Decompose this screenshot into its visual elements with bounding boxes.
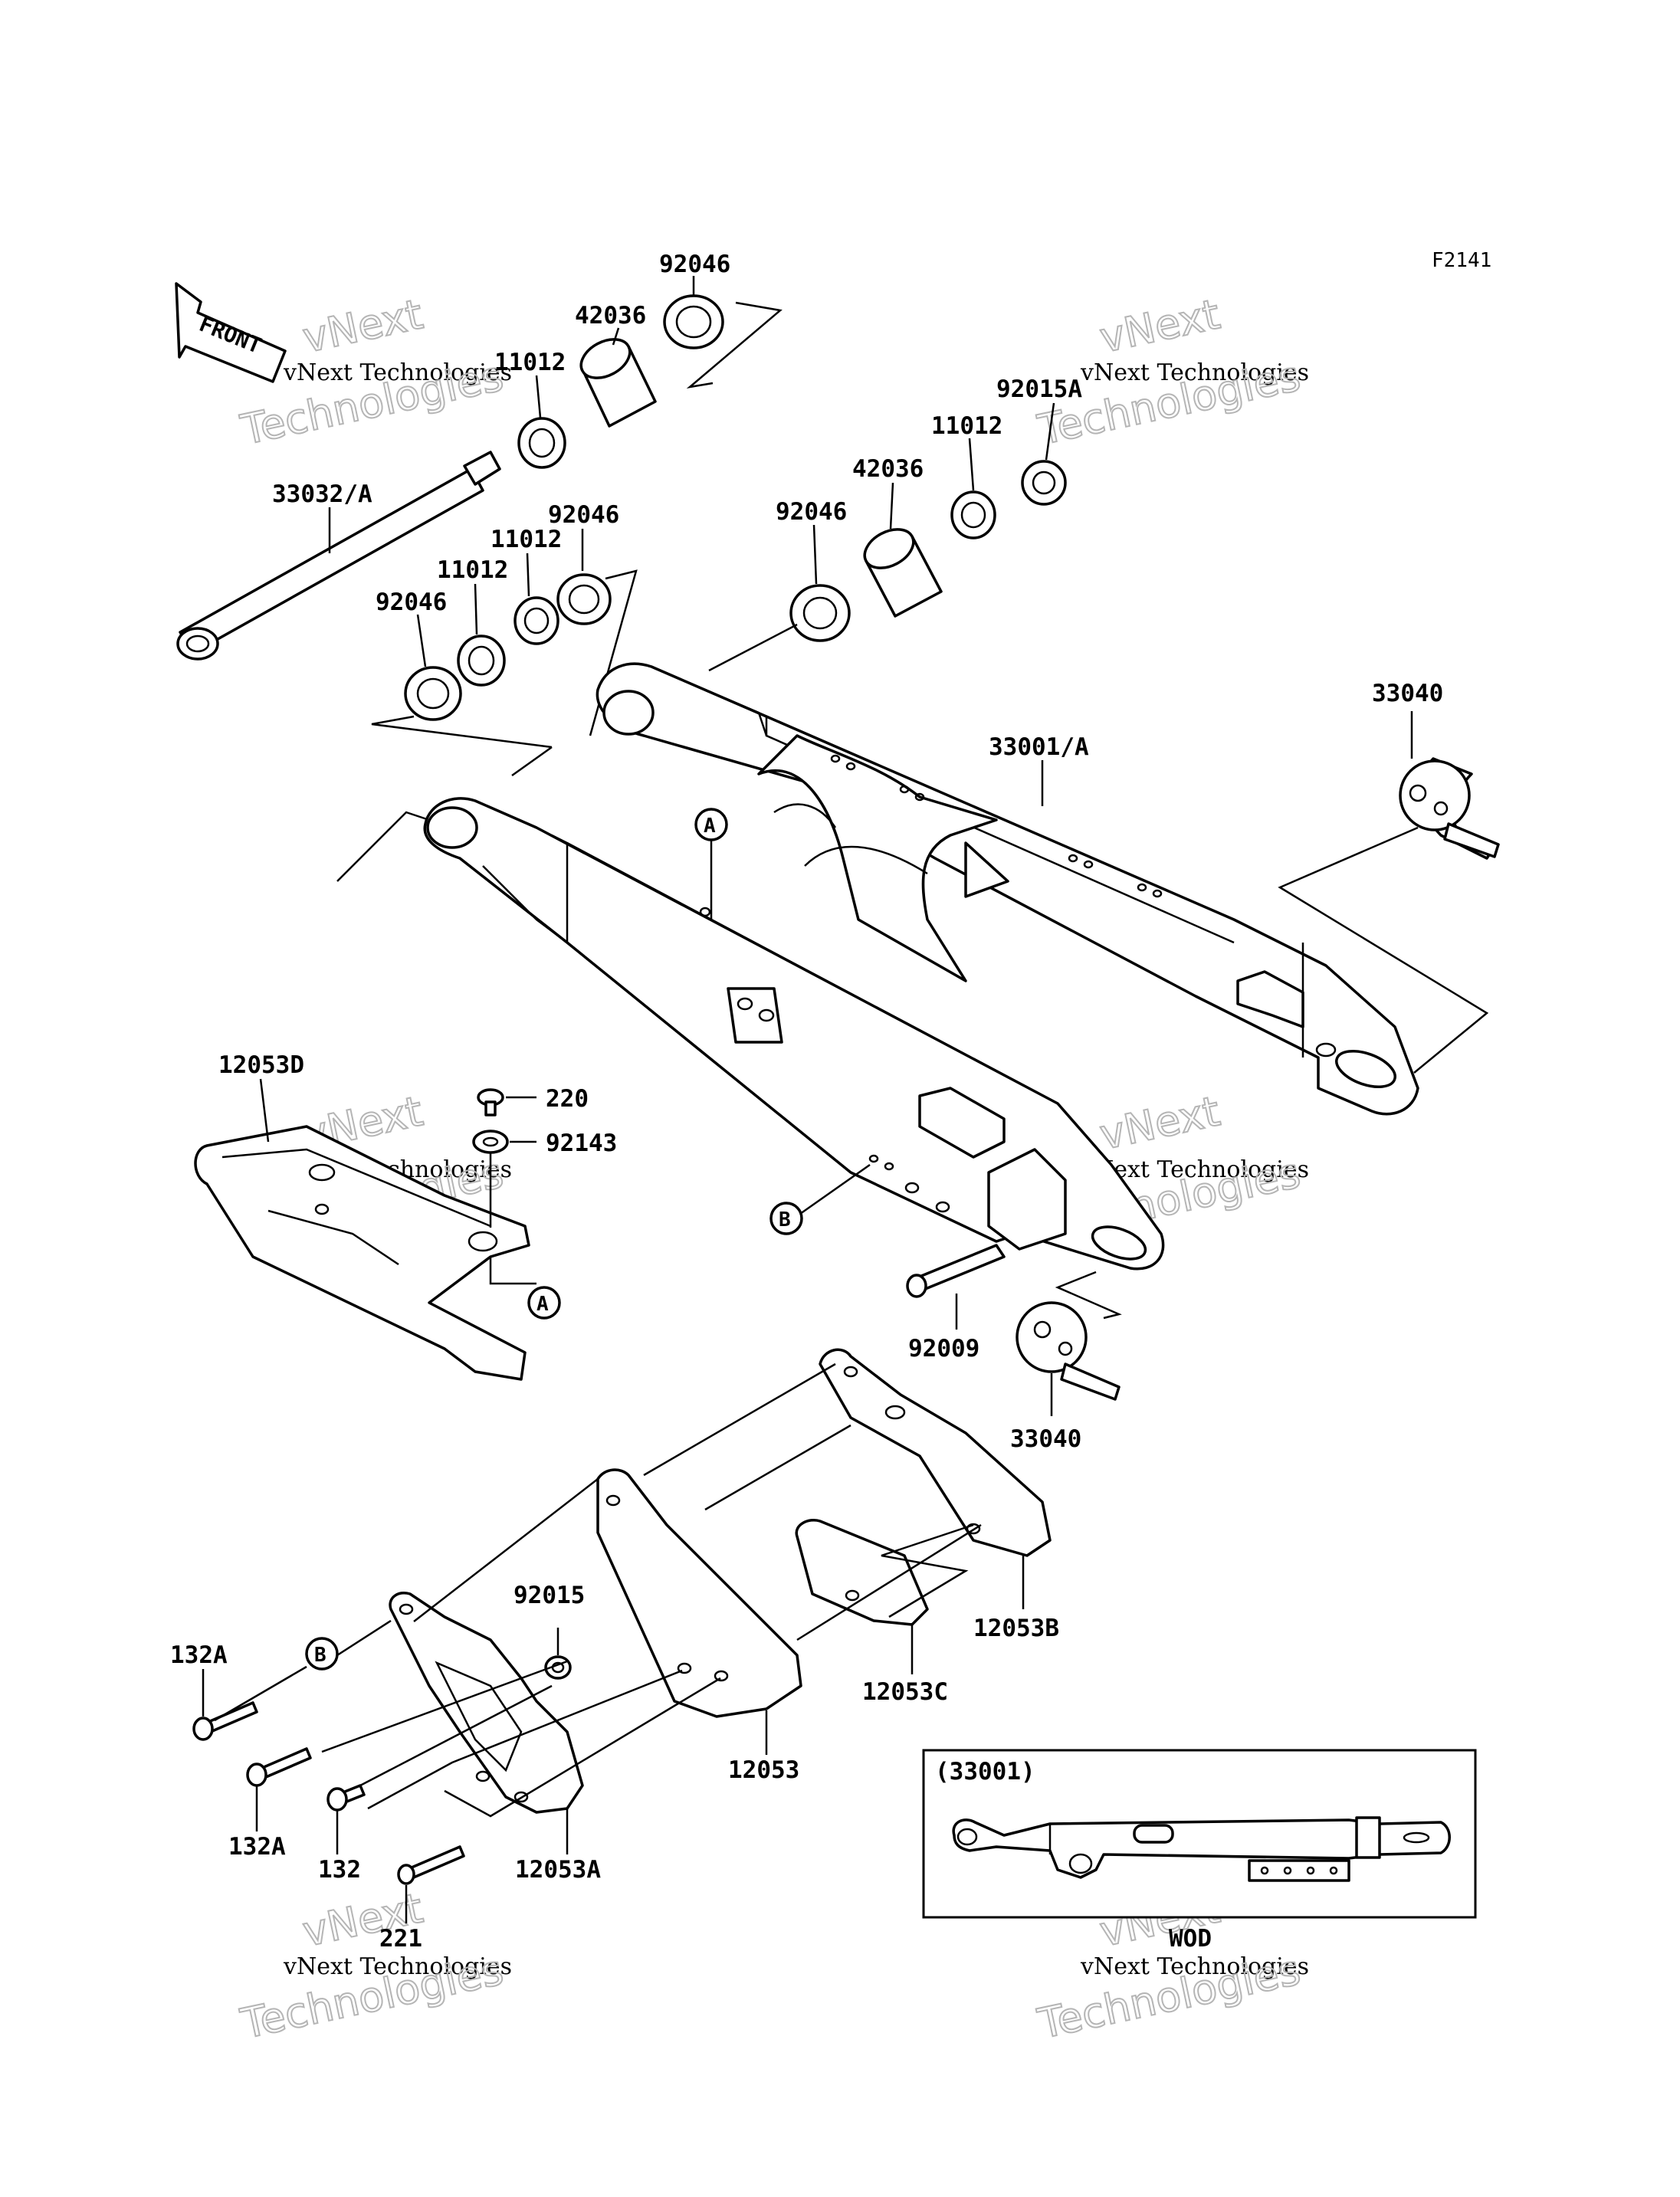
chain-slider-part[interactable]	[194, 1125, 530, 1381]
part-label[interactable]: 12053C	[862, 1678, 948, 1706]
chain-adjuster-part[interactable]	[1016, 1301, 1121, 1401]
seal-part[interactable]	[950, 490, 996, 539]
bolt-part[interactable]	[246, 1747, 312, 1787]
diagram-code: F2141	[1432, 249, 1491, 272]
inset-caption: WOD	[1169, 1925, 1212, 1953]
watermark-line-top: vNext	[1096, 1087, 1224, 1159]
part-label[interactable]: 11012	[931, 412, 1002, 440]
seal-part[interactable]	[514, 596, 559, 645]
seal-part[interactable]	[457, 635, 506, 687]
assembly-lines-slider	[489, 1153, 536, 1285]
watermark-line-top: vNext	[1096, 290, 1224, 362]
washer-part[interactable]	[472, 1130, 536, 1154]
callout-b-label: B	[779, 1208, 791, 1231]
chain-guide-part[interactable]	[596, 1468, 802, 1718]
part-labels: 92046 42036 11012 33032/A 92046 11012 11…	[170, 251, 1443, 1953]
callout-a-slider: A	[527, 1286, 561, 1320]
part-label[interactable]: 33032/A	[272, 480, 372, 508]
seal-part[interactable]	[517, 417, 566, 469]
callout-a-label: A	[704, 815, 716, 838]
part-label[interactable]: 33001/A	[989, 733, 1089, 761]
pivot-shaft-part[interactable]	[176, 451, 501, 661]
callout-a-slider-label: A	[536, 1293, 549, 1316]
chain-guide-insert-part[interactable]	[795, 1519, 929, 1626]
screw-part[interactable]	[397, 1845, 465, 1885]
part-label[interactable]: 33040	[1010, 1425, 1081, 1453]
part-label[interactable]: 132	[318, 1856, 361, 1884]
part-label[interactable]: 92046	[776, 498, 847, 526]
part-label[interactable]: 12053A	[515, 1856, 601, 1884]
swingarm-variant-part[interactable]	[952, 1816, 1451, 1882]
part-label[interactable]: 92015A	[996, 375, 1082, 403]
nut-part[interactable]	[1021, 460, 1067, 506]
watermark-line-top: vNext	[299, 290, 427, 362]
callout-a: A	[694, 808, 728, 920]
guard-plate-part[interactable]	[389, 1592, 584, 1814]
part-label[interactable]: 42036	[852, 455, 924, 483]
bearing-part[interactable]	[556, 573, 612, 625]
callout-b: B	[769, 1163, 871, 1235]
callout-b-guide: B	[305, 1637, 339, 1671]
part-label[interactable]: 42036	[575, 302, 646, 330]
part-label[interactable]: 12053D	[218, 1051, 304, 1079]
watermark-bottom-left: vNext vNext Technologies Technologies	[236, 1883, 512, 2049]
bearing-part[interactable]	[663, 294, 724, 349]
part-label[interactable]: 220	[546, 1085, 589, 1113]
part-label[interactable]: 132A	[170, 1641, 228, 1669]
part-label[interactable]: 12053	[728, 1756, 799, 1784]
sleeve-part[interactable]	[858, 522, 943, 618]
part-label[interactable]: 92046	[548, 501, 619, 529]
bolt-part[interactable]	[326, 1784, 366, 1812]
inset-title: (33001)	[935, 1758, 1035, 1785]
chain-adjuster-part[interactable]	[1399, 757, 1500, 860]
bearing-part[interactable]	[789, 584, 851, 642]
assembly-lines-right	[1055, 826, 1489, 1320]
part-label[interactable]: 92009	[908, 1335, 979, 1362]
part-label[interactable]: 92143	[546, 1130, 617, 1157]
watermark-line: vNext Technologies	[1080, 359, 1309, 386]
leader-lines	[202, 276, 1413, 1923]
adjuster-screw-part[interactable]	[906, 1244, 1006, 1298]
part-label[interactable]: 132A	[228, 1833, 286, 1861]
chain-guide-part[interactable]	[819, 1348, 1052, 1557]
callout-b-guide-label: B	[314, 1644, 326, 1667]
inset-variant-box: (33001) WOD	[922, 1749, 1477, 1953]
sleeve-part[interactable]	[575, 332, 657, 428]
part-label[interactable]: 11012	[491, 526, 562, 553]
swingarm-part[interactable]	[423, 662, 1419, 1271]
screw-part[interactable]	[477, 1088, 536, 1117]
part-label[interactable]: 92046	[376, 589, 447, 616]
part-label[interactable]: 33040	[1372, 680, 1443, 707]
watermark-line: vNext Technologies	[283, 1953, 512, 1980]
part-label[interactable]: 11012	[437, 556, 508, 584]
bolt-part[interactable]	[192, 1701, 258, 1741]
watermark-line: vNext Technologies	[283, 359, 512, 386]
bearing-part[interactable]	[404, 666, 462, 721]
part-label[interactable]: 11012	[494, 349, 566, 376]
part-label[interactable]: 12053B	[973, 1615, 1059, 1642]
watermark-top-right: vNext vNext Technologies Technologies	[1033, 289, 1309, 455]
part-label[interactable]: 221	[379, 1925, 422, 1953]
assembly-lines-guide	[214, 1362, 982, 1818]
watermark-line: vNext Technologies	[1080, 1953, 1309, 1980]
front-arrow-icon: FRONT	[175, 282, 287, 383]
part-label[interactable]: 92015	[514, 1582, 585, 1609]
part-label[interactable]: 92046	[659, 251, 730, 278]
